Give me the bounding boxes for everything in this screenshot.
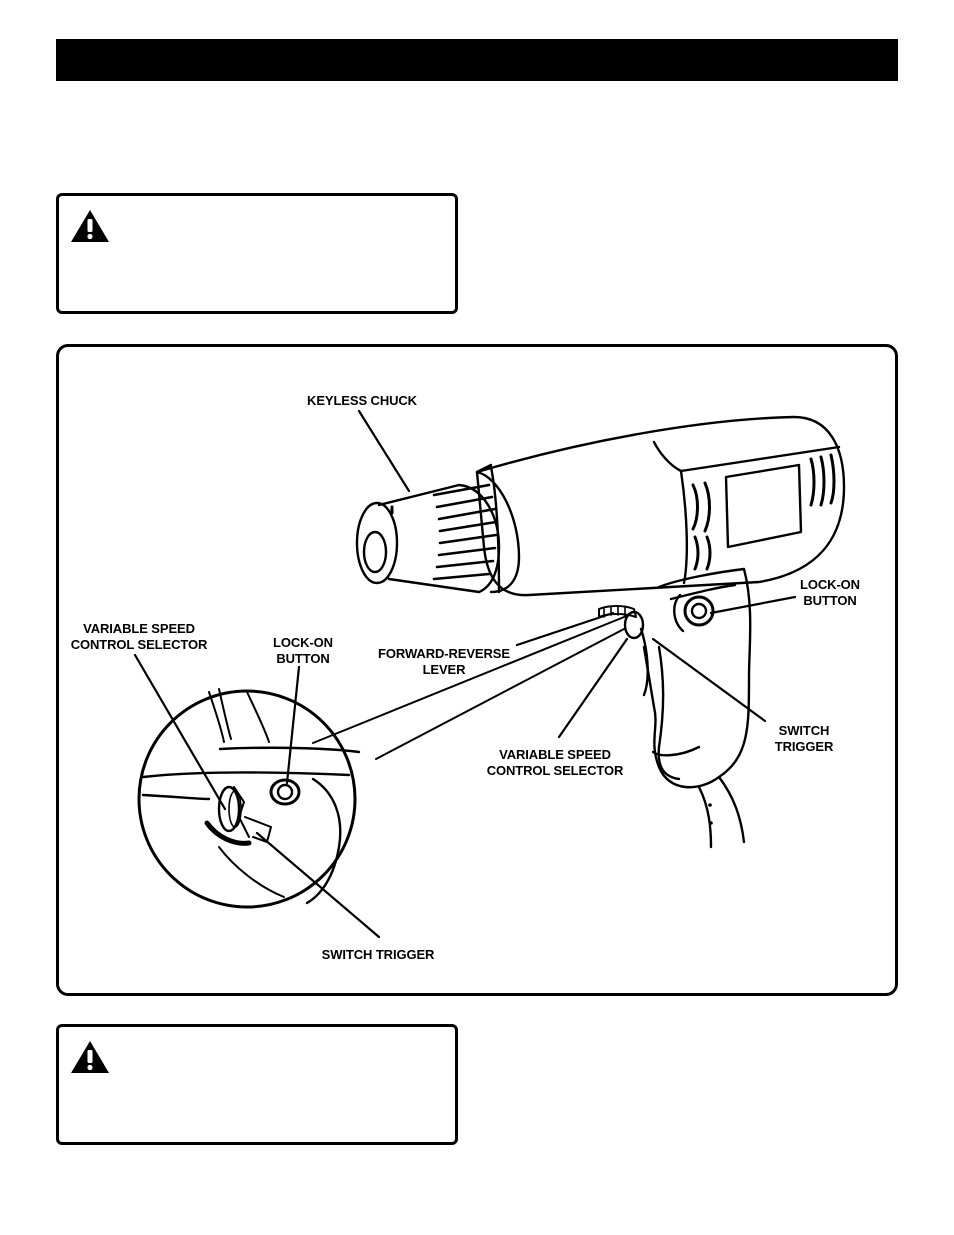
- drill-illustration: [133, 409, 846, 939]
- callout-variable-speed-left: VARIABLE SPEED CONTROL SELECTOR: [70, 621, 208, 652]
- warning-box-1: [56, 193, 458, 314]
- callout-lock-on-button-right: LOCK-ON BUTTON: [800, 577, 860, 608]
- callout-keyless-chuck: KEYLESS CHUCK: [307, 393, 417, 408]
- section-header-bar: [56, 39, 898, 81]
- callout-forward-reverse-lever: FORWARD-REVERSE LEVER: [378, 646, 510, 677]
- callout-switch-trigger-bottom: SWITCH TRIGGER: [321, 947, 435, 962]
- callout-variable-speed-center: VARIABLE SPEED CONTROL SELECTOR: [486, 747, 624, 778]
- drill-figure: KEYLESS CHUCK LOCK-ON BUTTON VARIABLE SP…: [56, 344, 898, 996]
- warning-box-2: [56, 1024, 458, 1145]
- warning-triangle-icon: [71, 210, 109, 242]
- callout-lock-on-button-left: LOCK-ON BUTTON: [273, 635, 333, 666]
- callout-switch-trigger-right: SWITCH TRIGGER: [774, 723, 834, 754]
- warning-triangle-icon: [71, 1041, 109, 1073]
